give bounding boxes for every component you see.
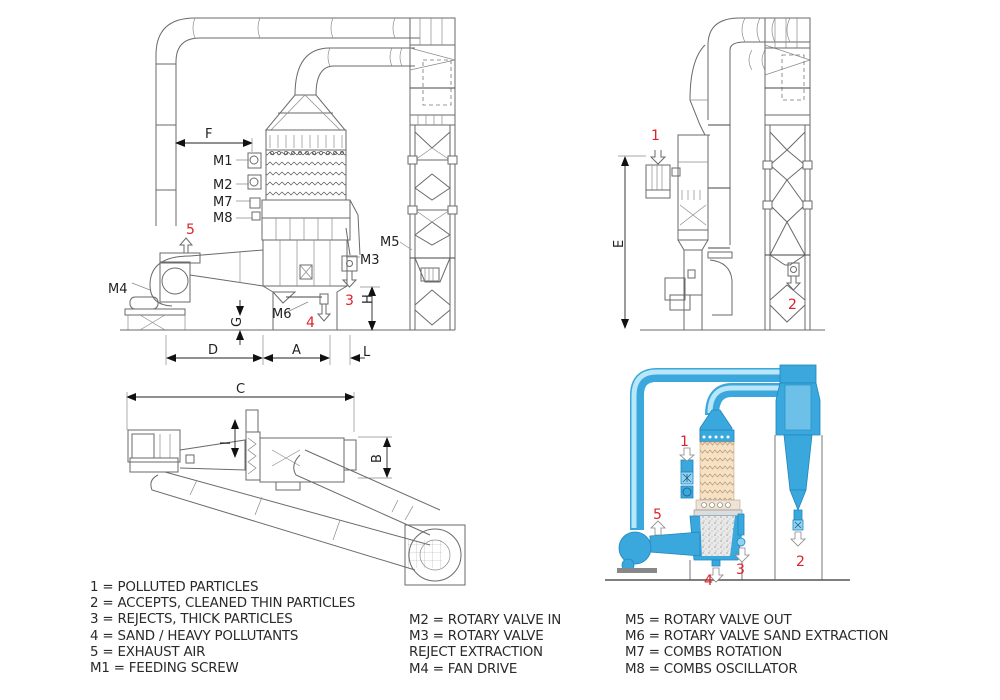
dim-F: F bbox=[205, 127, 212, 142]
legend-item: M4 = FAN DRIVE bbox=[409, 661, 518, 677]
side-view-drawing: F M1 M2 M7 M8 5 M5 M3 3 M4 M6 4 H G D A … bbox=[108, 17, 458, 365]
label-M4: M4 bbox=[108, 282, 128, 297]
dim-D: D bbox=[208, 343, 218, 358]
legend-item: M1 = FEEDING SCREW bbox=[90, 661, 239, 677]
legend-column-3: M5 = ROTARY VALVE OUT M6 = ROTARY VALVE … bbox=[625, 613, 889, 678]
label-M3: M3 bbox=[360, 253, 380, 268]
legend-column-1: 1 = POLLUTED PARTICLES 2 = ACCEPTS, CLEA… bbox=[90, 580, 355, 677]
dim-A: A bbox=[292, 343, 301, 358]
top-view-drawing: C I B bbox=[126, 382, 466, 586]
label-M6: M6 bbox=[272, 307, 292, 322]
legend-item: 1 = POLLUTED PARTICLES bbox=[90, 580, 259, 595]
legend-item: 3 = REJECTS, THICK PARTICLES bbox=[90, 612, 293, 628]
dim-E: E bbox=[612, 240, 627, 248]
color-view-drawing: 1 5 3 4 2 bbox=[605, 364, 850, 589]
legend-item: M6 = ROTARY VALVE SAND EXTRACTION bbox=[625, 629, 889, 645]
color-stream-4-label: 4 bbox=[704, 573, 713, 589]
front-view-drawing: 1 2 E bbox=[612, 17, 825, 331]
color-stream-1-label: 1 bbox=[680, 434, 689, 450]
stream-1-label: 1 bbox=[651, 128, 660, 144]
legend-item: M3 = ROTARY VALVE bbox=[409, 629, 544, 645]
legend-item: M8 = COMBS OSCILLATOR bbox=[625, 661, 798, 677]
dim-B: B bbox=[370, 454, 385, 463]
label-M2: M2 bbox=[213, 178, 233, 193]
stream-2-label: 2 bbox=[788, 297, 797, 313]
dim-C: C bbox=[236, 382, 245, 397]
legend-item: 4 = SAND / HEAVY POLLUTANTS bbox=[90, 628, 299, 644]
stream-5-label: 5 bbox=[186, 222, 195, 238]
legend-item: M5 = ROTARY VALVE OUT bbox=[625, 613, 792, 628]
label-M8: M8 bbox=[213, 211, 233, 226]
color-stream-3-label: 3 bbox=[736, 562, 745, 578]
duct-outer bbox=[155, 17, 420, 226]
label-M7: M7 bbox=[213, 195, 233, 210]
dim-G: G bbox=[230, 317, 245, 327]
label-M1: M1 bbox=[213, 154, 233, 169]
legend-item: 5 = EXHAUST AIR bbox=[90, 644, 206, 660]
legend-item: REJECT EXTRACTION bbox=[409, 645, 543, 661]
legend-item: M2 = ROTARY VALVE IN bbox=[409, 613, 562, 628]
color-stream-2-label: 2 bbox=[796, 554, 805, 570]
legend-item: M7 = COMBS ROTATION bbox=[625, 645, 782, 661]
legend-column-2: M2 = ROTARY VALVE IN M3 = ROTARY VALVE R… bbox=[409, 613, 561, 678]
color-stream-5-label: 5 bbox=[653, 507, 662, 523]
dim-L: L bbox=[363, 345, 371, 360]
dim-H: H bbox=[361, 294, 376, 304]
label-M5: M5 bbox=[380, 235, 400, 250]
legend-item: 2 = ACCEPTS, CLEANED THIN PARTICLES bbox=[90, 596, 356, 612]
dim-I: I bbox=[219, 441, 234, 445]
stream-3-label: 3 bbox=[345, 293, 354, 309]
stream-4-label: 4 bbox=[306, 315, 315, 331]
